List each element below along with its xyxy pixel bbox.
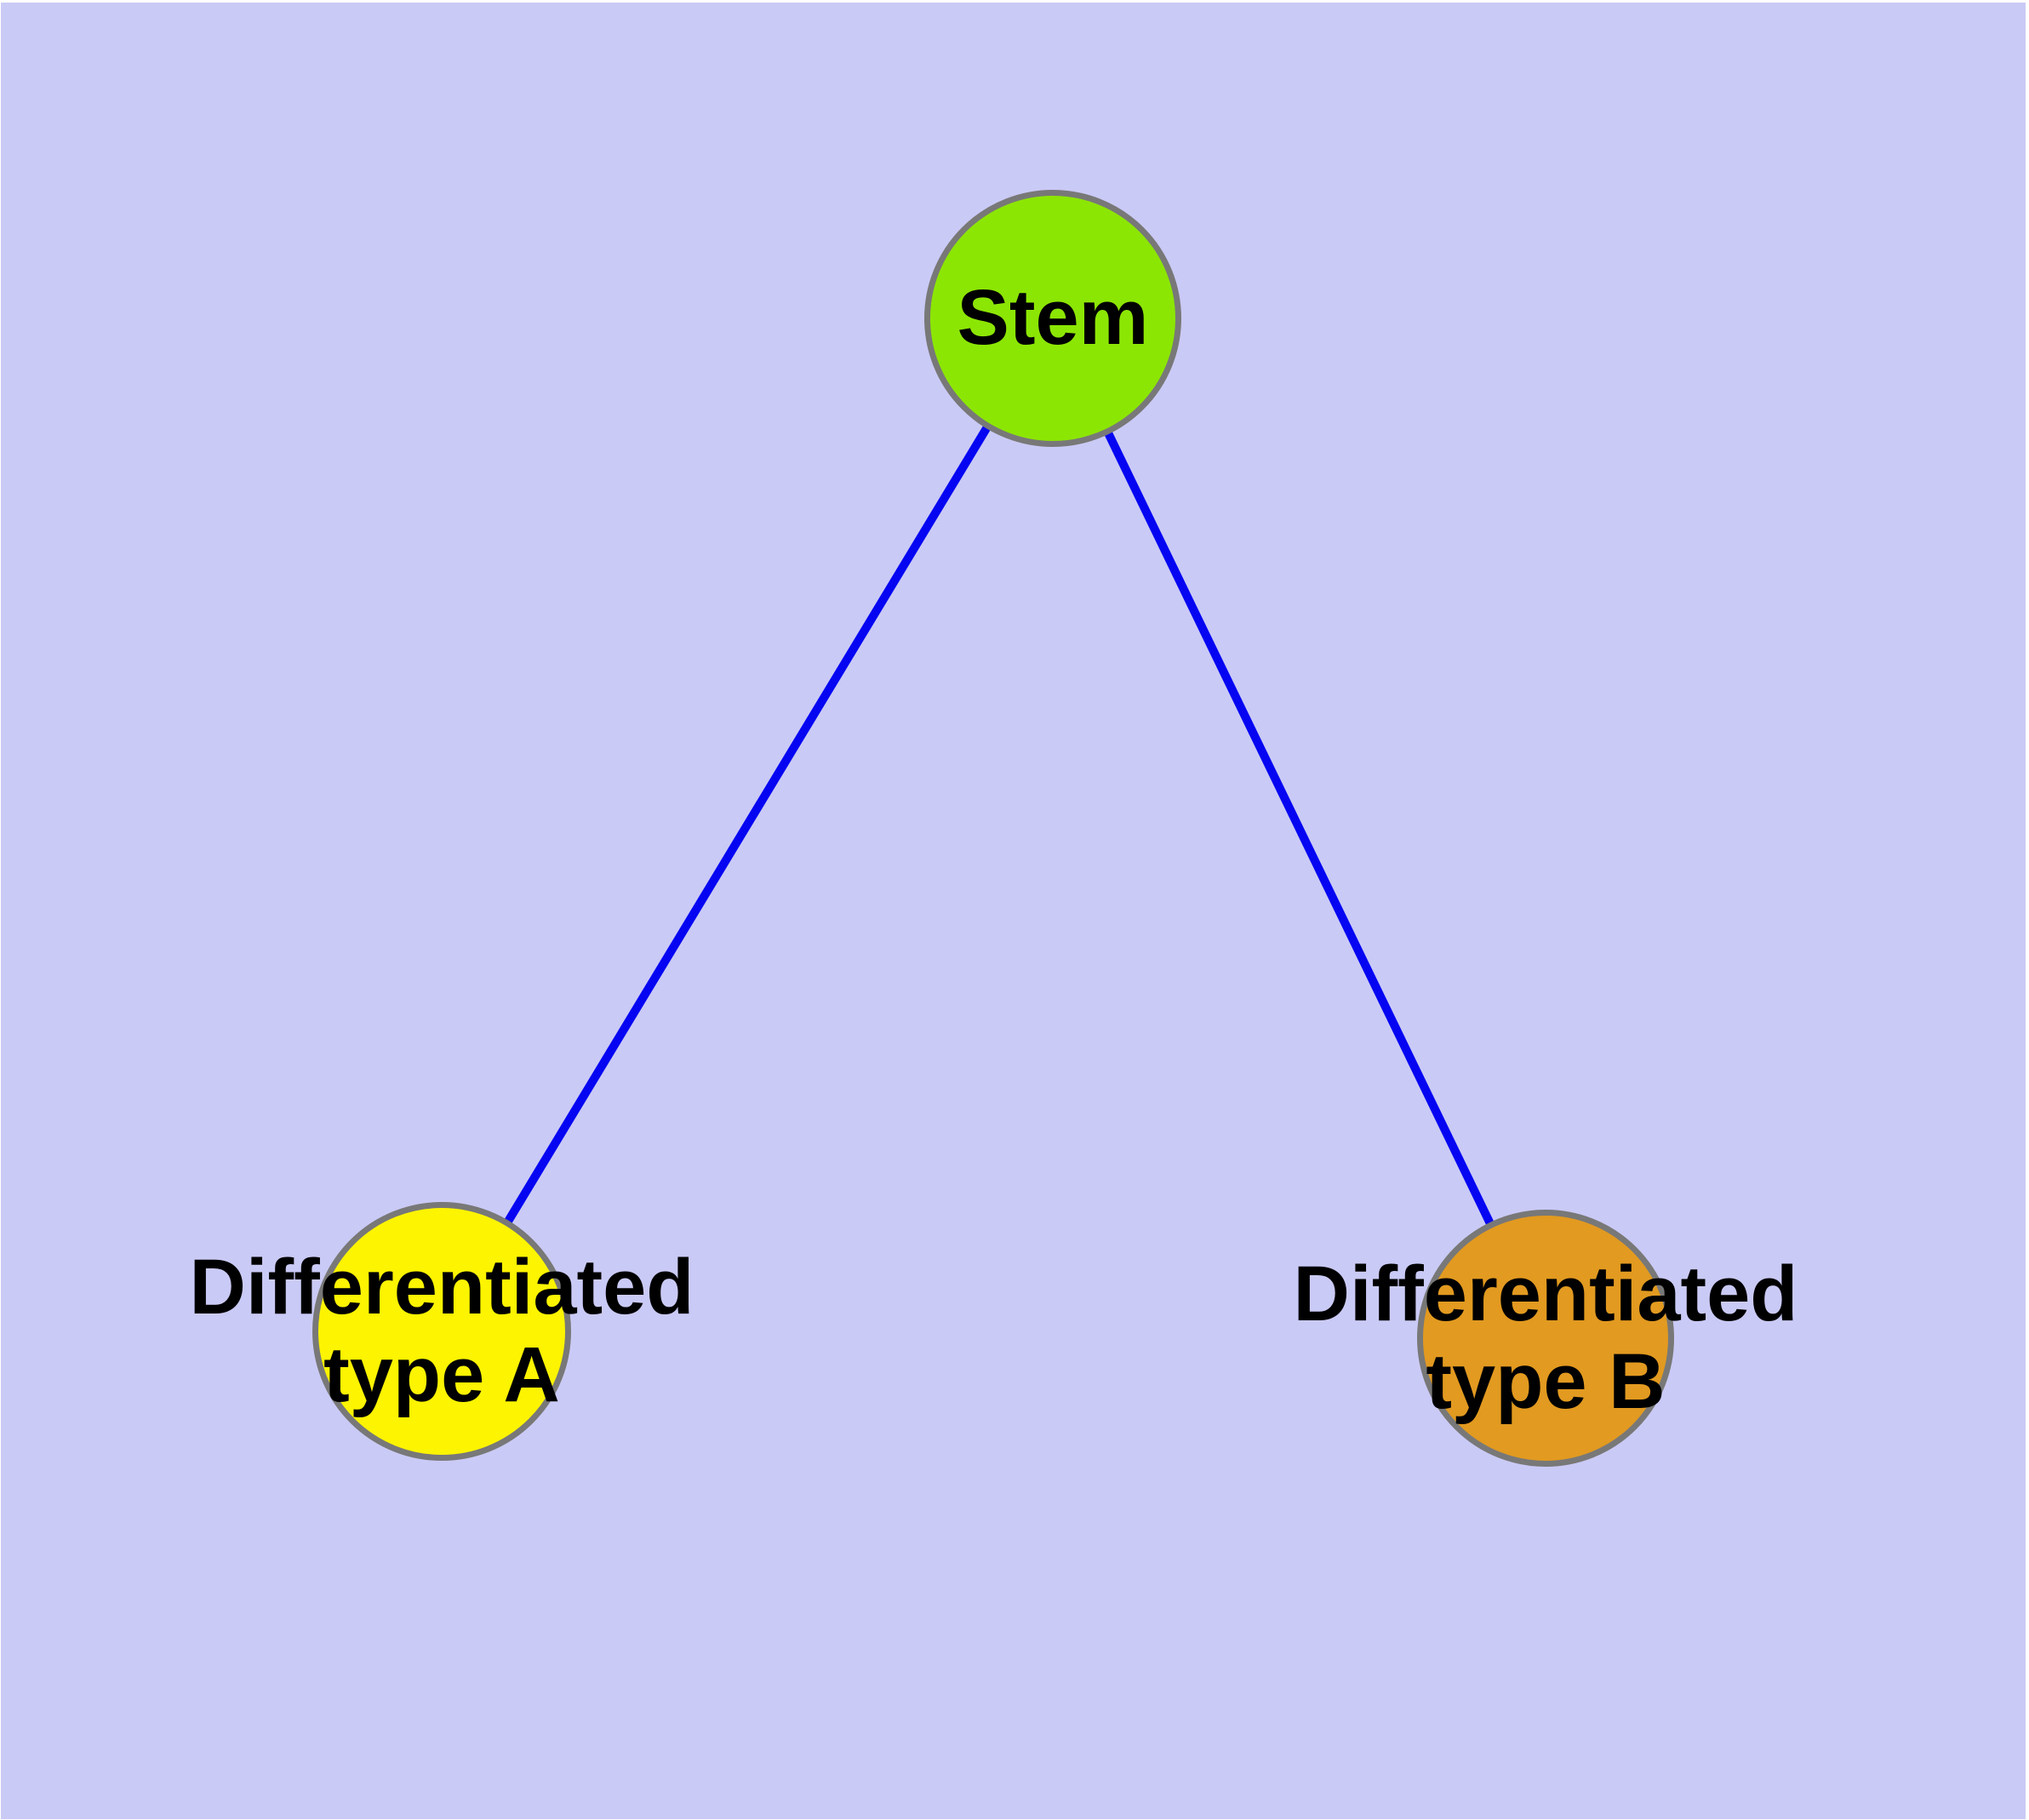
edge-stem-to-type-b [1049, 316, 1550, 1341]
node-stem: Stem [924, 190, 1181, 447]
node-differentiated-type-b-label: Differentiated type B [1293, 1250, 1798, 1425]
node-differentiated-type-a: Differentiated type A [190, 1202, 694, 1461]
node-stem-label: Stem [957, 274, 1149, 362]
node-differentiated-type-b: Differentiated type B [1294, 1210, 1798, 1467]
edge-stem-to-type-a [437, 316, 1057, 1334]
node-differentiated-type-a-label: Differentiated type A [189, 1243, 694, 1418]
